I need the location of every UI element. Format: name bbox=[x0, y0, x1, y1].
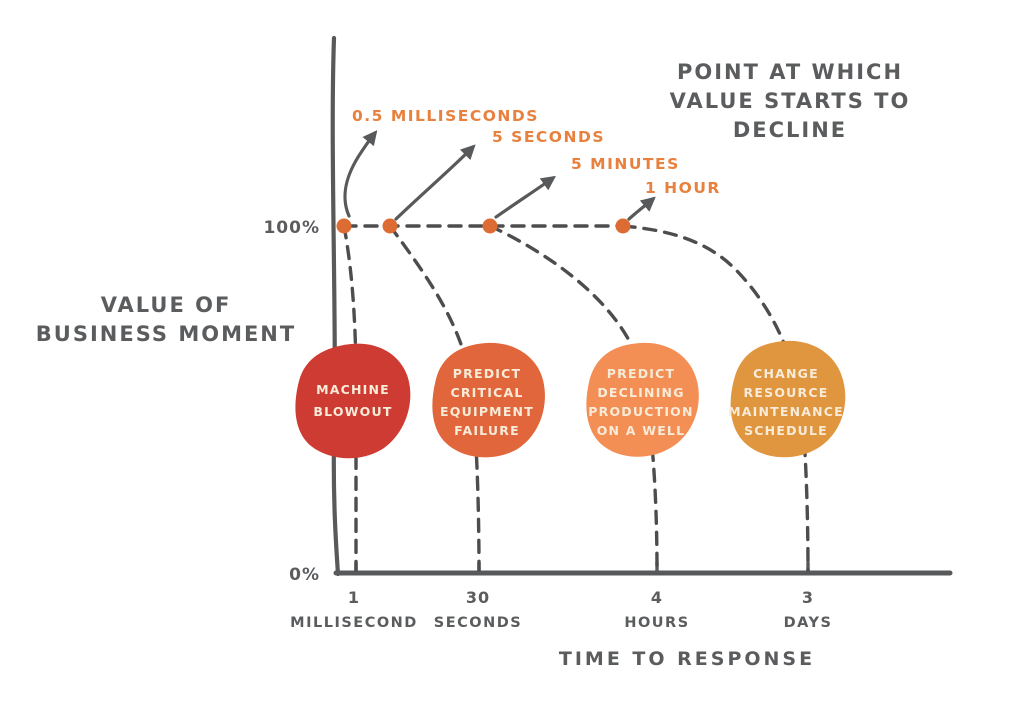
blob-change-resource-maintenance bbox=[730, 340, 846, 458]
blob-2-text-line-1: PREDICT bbox=[453, 366, 521, 381]
blob-4-text-line-3: MAINTENANCE bbox=[728, 404, 844, 419]
y-axis-100pct-label: 100% bbox=[263, 218, 320, 238]
decline-annotation-3: 5 MINUTES bbox=[571, 155, 680, 173]
blob-3-text-line-3: PRODUCTION bbox=[588, 404, 693, 419]
annotation-arrow-4 bbox=[627, 196, 656, 221]
chart-title-line-1: POINT AT WHICH bbox=[677, 60, 903, 84]
blob-3-text-line-2: DECLINING bbox=[597, 385, 684, 400]
y-axis-0pct-label: 0% bbox=[289, 565, 320, 585]
decline-point-dot-1 bbox=[336, 218, 352, 234]
decline-point-dot-4 bbox=[615, 218, 631, 234]
decline-point-dot-2 bbox=[382, 218, 398, 234]
blob-predict-declining-production bbox=[586, 342, 699, 457]
x-tick-1-value: 1 bbox=[348, 588, 360, 607]
y-axis-label-line-1: VALUE OF bbox=[101, 293, 232, 317]
x-tick-4-value: 3 bbox=[802, 588, 814, 607]
blob-1-text-line-2: BLOWOUT bbox=[313, 404, 392, 419]
y-axis-line bbox=[330, 35, 341, 577]
decline-annotation-4: 1 HOUR bbox=[645, 179, 721, 197]
blob-2-text-line-2: CRITICAL bbox=[450, 385, 523, 400]
x-tick-2-unit: SECONDS bbox=[434, 615, 522, 631]
blob-2-text-line-3: EQUIPMENT bbox=[440, 404, 534, 419]
blob-3-text-line-4: ON A WELL bbox=[597, 423, 686, 438]
x-tick-2-value: 30 bbox=[466, 588, 490, 607]
annotation-arrow-1 bbox=[343, 130, 378, 218]
decline-annotation-1: 0.5 MILLISECONDS bbox=[352, 107, 539, 125]
decline-point-dot-3 bbox=[482, 218, 498, 234]
decline-annotation-2: 5 SECONDS bbox=[492, 128, 605, 146]
annotation-arrow-2 bbox=[394, 144, 476, 221]
blob-3-text-line-1: PREDICT bbox=[607, 366, 675, 381]
x-axis-label: TIME TO RESPONSE bbox=[559, 648, 815, 670]
x-tick-3-unit: HOURS bbox=[624, 615, 689, 631]
chart-title-line-3: DECLINE bbox=[733, 118, 847, 142]
chart-title-line-2: VALUE STARTS TO bbox=[670, 89, 911, 113]
decline-curve-2 bbox=[388, 224, 481, 572]
blob-1-text-line-1: MACHINE bbox=[316, 382, 390, 397]
x-tick-1-unit: MILLISECOND bbox=[290, 615, 418, 631]
y-axis-label-line-2: BUSINESS MOMENT bbox=[36, 322, 296, 346]
blob-2-text-line-4: FAILURE bbox=[454, 423, 520, 438]
x-tick-3-value: 4 bbox=[651, 588, 663, 607]
blob-4-text-line-2: RESOURCE bbox=[744, 385, 829, 400]
blob-4-text-line-4: SCHEDULE bbox=[744, 423, 828, 438]
blob-4-text-line-1: CHANGE bbox=[753, 366, 819, 381]
blob-machine-blowout bbox=[295, 343, 411, 459]
blob-predict-critical-equipment-failure bbox=[432, 342, 545, 458]
annotation-arrow-3 bbox=[494, 175, 557, 219]
x-tick-4-unit: DAYS bbox=[784, 615, 833, 631]
